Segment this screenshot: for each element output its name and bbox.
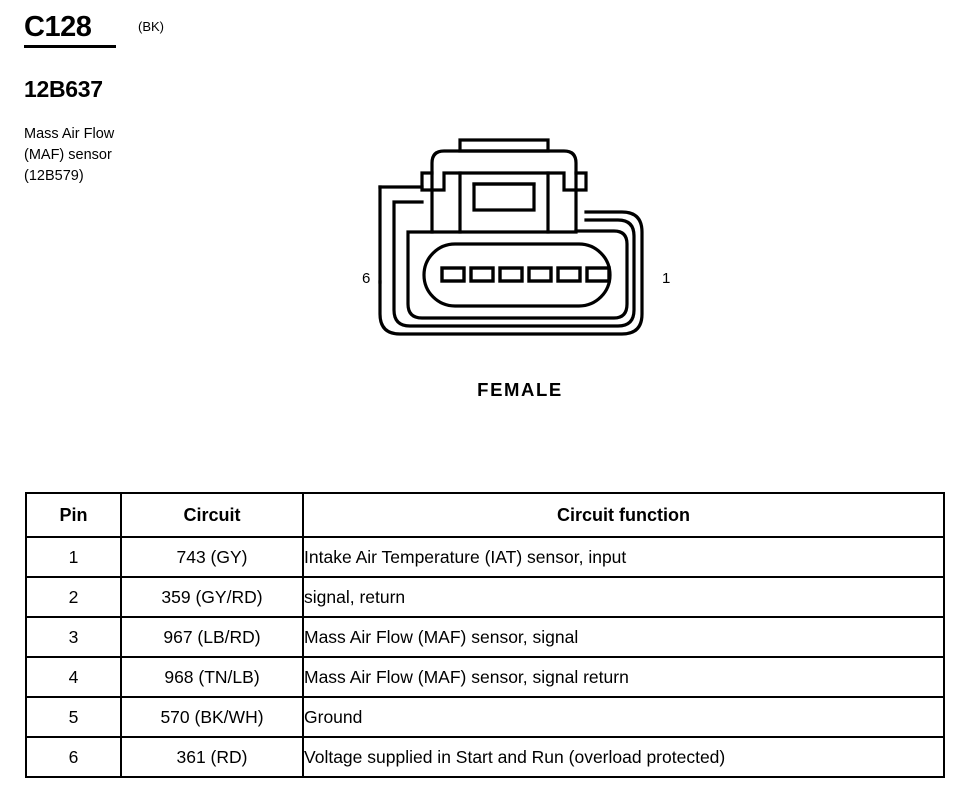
cell-function: Intake Air Temperature (IAT) sensor, inp… (302, 536, 945, 578)
column-header-pin: Pin (25, 492, 122, 538)
connector-gender-label: FEMALE (477, 379, 563, 400)
component-description: Mass Air Flow (MAF) sensor (12B579) (24, 126, 115, 184)
connector-right-ear-icon (574, 171, 588, 192)
cell-circuit: 570 (BK/WH) (120, 696, 304, 738)
cell-pin: 4 (25, 656, 122, 698)
terminal-cavity-icon (422, 242, 612, 308)
connector-body-inner-icon (392, 200, 636, 328)
cell-pin: 5 (25, 696, 122, 738)
latch-window-icon (472, 182, 536, 212)
connector-top-cap-icon (458, 138, 550, 153)
cell-function: Mass Air Flow (MAF) sensor, signal retur… (302, 656, 945, 698)
cell-pin: 1 (25, 536, 122, 578)
pin-slot-3-icon (527, 266, 553, 283)
connector-header: C128 (BK) 12B637 Mass Air Flow (MAF) sen… (24, 12, 354, 186)
cell-pin: 3 (25, 616, 122, 658)
cell-pin: 6 (25, 736, 122, 778)
cell-circuit: 967 (LB/RD) (120, 616, 304, 658)
cell-function: Ground (302, 696, 945, 738)
pin-slot-2-icon (556, 266, 582, 283)
cell-pin: 2 (25, 576, 122, 618)
connector-diagram: 6 1 FEMALE (350, 132, 690, 417)
cell-circuit: 361 (RD) (120, 736, 304, 778)
cell-function: Mass Air Flow (MAF) sensor, signal (302, 616, 945, 658)
connector-hood-icon (430, 149, 578, 175)
cell-circuit: 968 (TN/LB) (120, 656, 304, 698)
column-header-circuit: Circuit (120, 492, 304, 538)
pin-slot-5-icon (469, 266, 495, 283)
pin-slot-1-icon (585, 266, 611, 283)
connector-id-underline (24, 45, 116, 49)
connector-id-group: C128 (24, 11, 116, 49)
column-header-function: Circuit function (302, 492, 945, 538)
connector-body-outer-icon (378, 210, 644, 336)
pin-index-label-right: 1 (662, 270, 671, 287)
table-header-row: Pin Circuit Circuit function (25, 492, 945, 538)
connector-color-code: (BK) (138, 19, 164, 34)
connector-body-flange-icon (406, 229, 629, 320)
cell-circuit: 359 (GY/RD) (120, 576, 304, 618)
connector-id-row: C128 (BK) (24, 11, 354, 49)
connector-id: C128 (24, 11, 92, 43)
pin-slot-4-icon (498, 266, 524, 283)
pin-slot-group (440, 266, 611, 283)
pin-slot-6-icon (440, 266, 466, 283)
cell-circuit: 743 (GY) (120, 536, 304, 578)
cell-function: signal, return (302, 576, 945, 618)
connector-latch-block-icon (430, 171, 578, 234)
cell-function: Voltage supplied in Start and Run (overl… (302, 736, 945, 778)
connector-face-drawing (378, 138, 644, 336)
pin-index-label-left: 6 (362, 270, 371, 287)
part-number: 12B637 (24, 76, 103, 103)
